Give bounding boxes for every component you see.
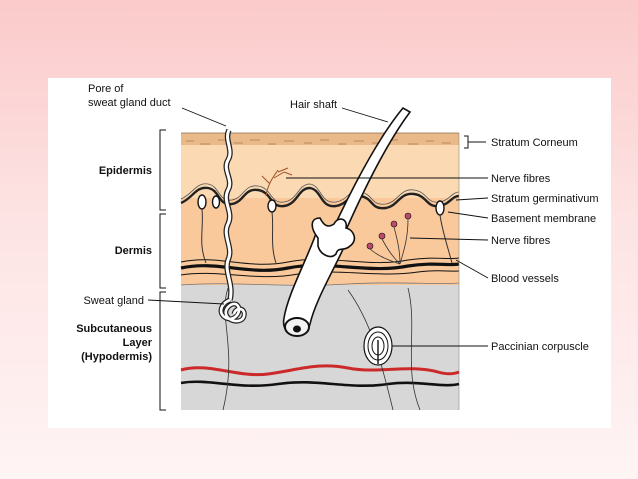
subcutaneous-label-line1: Subcutaneous (76, 323, 152, 335)
epidermis-layer (181, 138, 459, 198)
deep-blood-vessels (180, 287, 460, 411)
right-labels: Hair shaft Stratum Corneum Nerve fibres … (290, 99, 599, 353)
dermal-vessel-band-3 (180, 270, 460, 278)
subcutaneous-label-line2: Layer (123, 337, 153, 349)
sebaceous-gland (311, 217, 356, 258)
leader-stratum-germinativum (455, 197, 489, 201)
paccinian-corpuscle (363, 326, 393, 366)
nerve-endings (197, 167, 453, 265)
nerve-ending-bulb-4 (404, 212, 412, 220)
basement-membrane-label: Basement membrane (491, 213, 596, 225)
hypodermis-nerve-1 (222, 287, 230, 411)
hair-papilla (293, 325, 301, 333)
red-blood-vessel (180, 364, 460, 377)
dermis-bracket (159, 213, 166, 289)
layer-brackets (159, 129, 469, 411)
leader-basement-membrane (447, 211, 489, 219)
nerve-fibre-4 (369, 218, 409, 265)
paccinian-corpuscle-label: Paccinian corpuscle (491, 341, 589, 353)
nerve-fibres-bottom-label: Nerve fibres (491, 235, 551, 247)
meissner-corpuscle-3 (267, 199, 277, 213)
leader-hair-shaft (341, 107, 389, 123)
sweat-gland-coil-inner (219, 298, 246, 323)
stratum-corneum-layer (181, 133, 459, 145)
pore-label-line1: Pore of (88, 83, 124, 95)
blood-vessels-label: Blood vessels (491, 273, 559, 285)
pore-label-line2: sweat gland duct (88, 97, 171, 109)
leader-blood-vessels (455, 259, 489, 279)
diagram-panel: Pore of sweat gland duct Epidermis Dermi… (48, 78, 611, 428)
subcutaneous-label-line3: (Hypodermis) (81, 351, 152, 363)
nerve-fibres-top-label: Nerve fibres (491, 173, 551, 185)
leader-nerve-fibres-bottom (409, 237, 489, 241)
sweat-gland (218, 128, 247, 324)
nerve-ending-bulb-1 (366, 242, 374, 250)
skin-cross-section-diagram: Pore of sweat gland duct Epidermis Dermi… (76, 83, 599, 411)
hypodermis-nerve-3 (407, 287, 421, 411)
meissner-corpuscle-4 (435, 200, 445, 216)
hair-shaft-label: Hair shaft (290, 99, 337, 111)
nerve-ending-bulb-3 (390, 220, 398, 228)
nerve-fibre-1 (201, 208, 207, 264)
hypodermis-boundary (180, 282, 460, 286)
stratum-corneum-bracket (464, 135, 469, 149)
hypodermis-bracket (159, 291, 166, 411)
leader-lines (147, 107, 489, 347)
meissner-corpuscle-1 (197, 194, 207, 210)
sweat-gland-label: Sweat gland (83, 295, 144, 307)
corneum-dashes (186, 139, 451, 145)
stratum-germinativum-label: Stratum germinativum (491, 193, 599, 205)
epidermis-bracket (159, 129, 166, 211)
black-blood-vessel (180, 380, 460, 388)
nerve-fibre-2 (271, 211, 277, 264)
free-nerve-ending-top (261, 167, 293, 197)
hair-follicle (282, 106, 412, 337)
leader-sweat-gland (147, 299, 225, 305)
nerve-ending-bulb-2 (378, 232, 386, 240)
meissner-corpuscle-2 (211, 195, 221, 209)
dermis-label: Dermis (115, 245, 152, 257)
sweat-duct-inner (224, 129, 233, 301)
epidermis-label: Epidermis (99, 165, 152, 177)
stratum-corneum-label: Stratum Corneum (491, 137, 578, 149)
leader-pore (181, 107, 227, 127)
left-labels: Pore of sweat gland duct Epidermis Dermi… (76, 83, 170, 363)
